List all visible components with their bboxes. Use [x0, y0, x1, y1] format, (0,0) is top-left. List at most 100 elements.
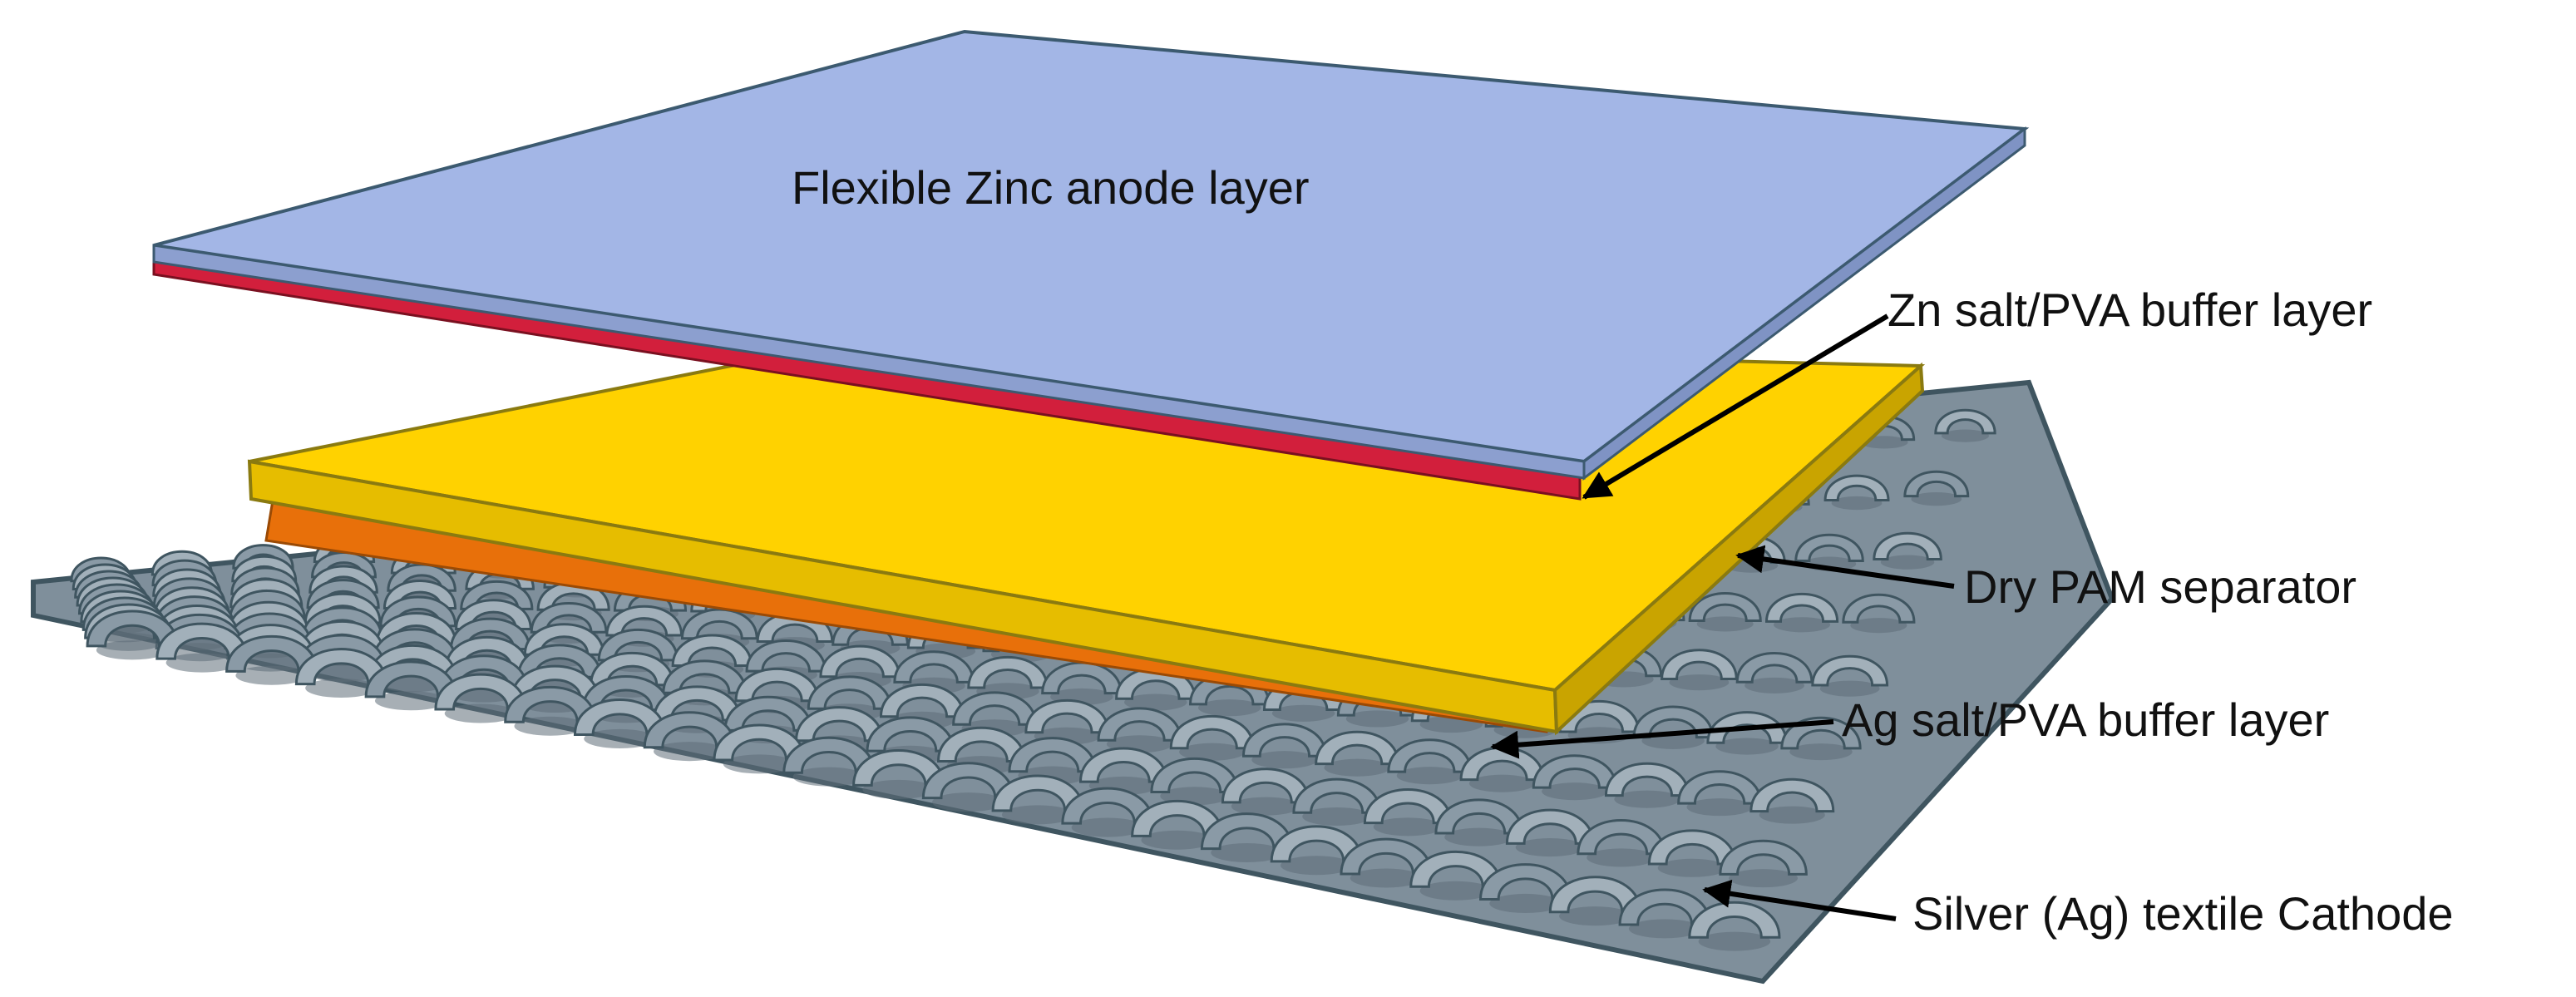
textile-fiber-shadow	[1911, 492, 1962, 506]
textile-fiber-shadow	[1698, 931, 1771, 951]
textile-fiber-loop	[1934, 408, 1996, 442]
textile-fiber-shadow	[1614, 790, 1680, 808]
textile-fiber-shadow	[1628, 919, 1701, 939]
textile-fiber-shadow	[723, 754, 796, 774]
textile-fiber-shadow	[1669, 674, 1730, 691]
arrow-cathode	[1702, 879, 1897, 921]
textile-fiber-shadow	[1444, 827, 1514, 846]
textile-fiber-shadow	[932, 792, 1004, 812]
textile-fiber-loop	[1688, 591, 1762, 632]
label-zn-buffer: Zn salt/PVA buffer layer	[1888, 284, 2372, 336]
textile-fiber-loop	[1292, 777, 1381, 827]
textile-fiber-shadow	[1819, 680, 1880, 697]
textile-fiber-shadow	[1657, 858, 1727, 877]
textile-fiber-shadow	[1124, 693, 1187, 711]
textile-fiber-shadow	[1468, 774, 1536, 792]
textile-fiber-arch	[1749, 777, 1835, 813]
textile-fiber-loop	[643, 711, 736, 762]
textile-fiber-arch	[1764, 592, 1839, 623]
arrow-separator	[1735, 545, 1955, 589]
textile-fiber-shadow	[1850, 618, 1907, 634]
textile-fiber-shadow	[1941, 429, 1990, 442]
textile-fiber-shadow	[444, 703, 517, 723]
textile-fiber-shadow	[1774, 617, 1831, 633]
textile-fiber-arch	[382, 580, 457, 610]
textile-fiber-loop	[1842, 593, 1916, 634]
textile-fiber-loop	[1688, 901, 1781, 951]
textile-fiber-shadow	[1071, 817, 1144, 837]
textile-fiber-arch	[1811, 654, 1889, 687]
textile-fiber-shadow	[1542, 782, 1608, 801]
textile-fiber-loop	[1764, 592, 1839, 633]
textile-fiber-shadow	[96, 640, 169, 660]
textile-fiber-shadow	[1759, 806, 1825, 824]
textile-fiber-loop	[155, 622, 249, 673]
textile-fiber-shadow	[1729, 869, 1798, 888]
textile-fiber-loop	[1479, 863, 1572, 913]
textile-fiber-shadow	[1324, 758, 1390, 777]
textile-fiber-shadow	[1350, 868, 1423, 888]
textile-fiber-arch	[311, 551, 377, 579]
textile-fiber-shadow	[1001, 805, 1074, 825]
textile-fiber-shadow	[1515, 838, 1585, 857]
textile-fiber-loop	[1903, 470, 1970, 506]
textile-fiber-shadow	[1489, 893, 1562, 913]
textile-fiber-arch	[1823, 474, 1890, 502]
textile-fiber-shadow	[792, 767, 866, 787]
textile-fiber-loop	[1061, 787, 1154, 837]
textile-fiber-loop	[1873, 531, 1942, 570]
textile-fiber-shadow	[1831, 496, 1883, 511]
textile-fiber-shadow	[1345, 710, 1409, 728]
textile-fiber-shadow	[1744, 677, 1804, 693]
arrow-ag-buffer	[1490, 719, 1834, 759]
textile-fiber-arch	[308, 565, 378, 594]
textile-fiber-loop	[1315, 730, 1400, 777]
arrow-zn-buffer	[1582, 313, 1889, 500]
textile-fiber-arch	[1842, 593, 1916, 624]
textile-fiber-shadow	[1419, 881, 1493, 901]
textile-fiber-shadow	[1302, 807, 1372, 827]
textile-fiber-shadow	[1880, 555, 1935, 570]
textile-fiber-arch	[387, 563, 456, 592]
textile-fiber-shadow	[1141, 830, 1213, 850]
textile-fiber-shadow	[1559, 906, 1631, 926]
textile-fiber-shadow	[1281, 856, 1353, 876]
textile-fiber-shadow	[584, 728, 656, 748]
textile-fiber-arch	[1688, 901, 1781, 939]
textile-fiber-shadow	[1211, 843, 1283, 863]
textile-fiber-shadow	[1197, 699, 1261, 717]
textile-fiber-shadow	[235, 665, 308, 685]
textile-fiber-shadow	[1396, 767, 1463, 785]
textile-fiber-shadow	[514, 716, 586, 736]
textile-fiber-loop	[1749, 777, 1835, 824]
textile-fiber-arch	[1873, 531, 1942, 560]
textile-fiber-shadow	[1587, 848, 1656, 867]
textile-fiber-arch	[460, 580, 534, 610]
textile-fiber-loop	[1823, 474, 1890, 511]
textile-fiber-shadow	[862, 779, 935, 799]
textile-fiber-shadow	[1271, 704, 1335, 722]
label-ag-buffer: Ag salt/PVA buffer layer	[1842, 693, 2329, 746]
textile-fiber-shadow	[1789, 743, 1853, 761]
textile-fiber-loop	[1719, 839, 1808, 888]
textile-fiber-shadow	[374, 691, 447, 711]
label-separator: Dry PAM separator	[1964, 560, 2356, 613]
textile-fiber-arch	[1794, 533, 1864, 562]
leader-arrows	[1490, 313, 1955, 921]
label-anode: Flexible Zinc anode layer	[792, 161, 1310, 214]
textile-fiber-arch	[1719, 839, 1808, 876]
textile-fiber-shadow	[654, 742, 726, 762]
textile-fiber-arch	[1688, 591, 1762, 622]
textile-fiber-shadow	[1696, 616, 1754, 632]
textile-fiber-shadow	[1251, 751, 1318, 769]
textile-fiber-shadow	[1715, 738, 1779, 755]
textile-fiber-loop	[1811, 654, 1889, 697]
textile-fiber-arch	[1903, 470, 1970, 498]
textile-fiber-shadow	[1373, 817, 1443, 837]
textile-fiber-shadow	[1686, 798, 1753, 817]
textile-fiber-shadow	[1179, 743, 1246, 761]
textile-fiber-shadow	[165, 653, 239, 673]
textile-fiber-shadow	[1231, 797, 1300, 816]
label-cathode: Silver (Ag) textile Cathode	[1912, 887, 2454, 940]
